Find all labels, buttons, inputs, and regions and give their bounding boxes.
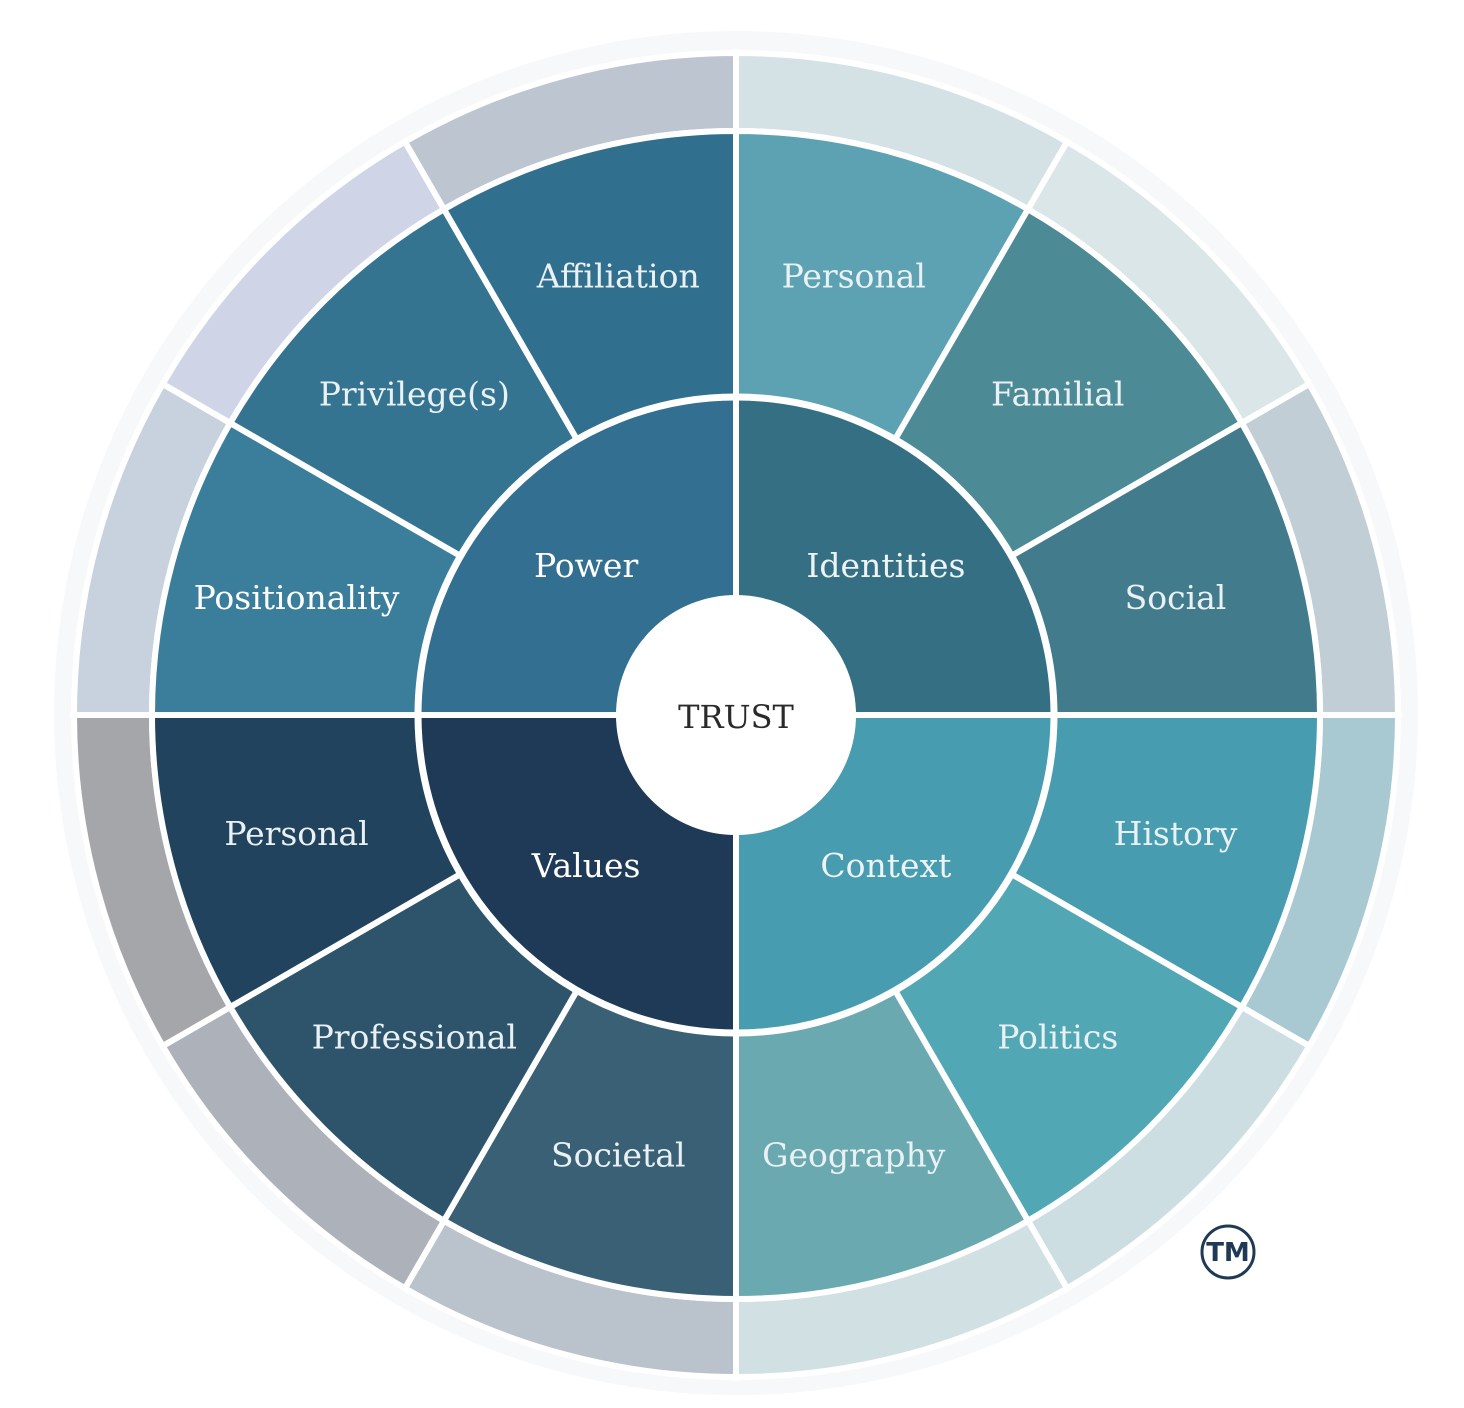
category-ring [70,49,1402,1381]
subcategory-label-identities-2: Social [1125,578,1227,617]
subcategory-label-power-1: Privilege(s) [319,374,510,413]
outer-band-ring [70,49,1402,1381]
subcategory-label-values-0: Societal [551,1135,686,1174]
subcategory-label-identities-1: Familial [991,374,1125,413]
subcategory-label-power-0: Positionality [194,578,400,617]
subcategory-label-identities-0: Personal [782,257,926,296]
category-label-power: Power [534,546,639,585]
category-label-identities: Identities [806,546,965,585]
subcategory-label-values-1: Professional [312,1018,517,1057]
trademark-label: TM [1206,1238,1250,1268]
subcategory-label-context-0: History [1114,814,1238,853]
trademark-circle [1200,1224,1256,1280]
inner-ring-separator [414,393,1058,1037]
subcategory-label-values-2: Personal [224,814,368,853]
trust-center-circle [619,598,853,832]
subcategory-label-context-2: Geography [762,1135,946,1174]
diagram-labels: IdentitiesPersonalFamilialSocialContextH… [194,257,1238,1175]
sub-category-ring [148,127,1324,1303]
trust-center-label: TRUST [678,698,794,736]
category-label-context: Context [820,846,951,885]
subcategory-label-power-2: Affiliation [536,257,700,296]
trademark-badge: TM [1200,1224,1256,1280]
category-label-values: Values [531,846,641,885]
subcategory-label-context-1: Politics [997,1018,1118,1057]
